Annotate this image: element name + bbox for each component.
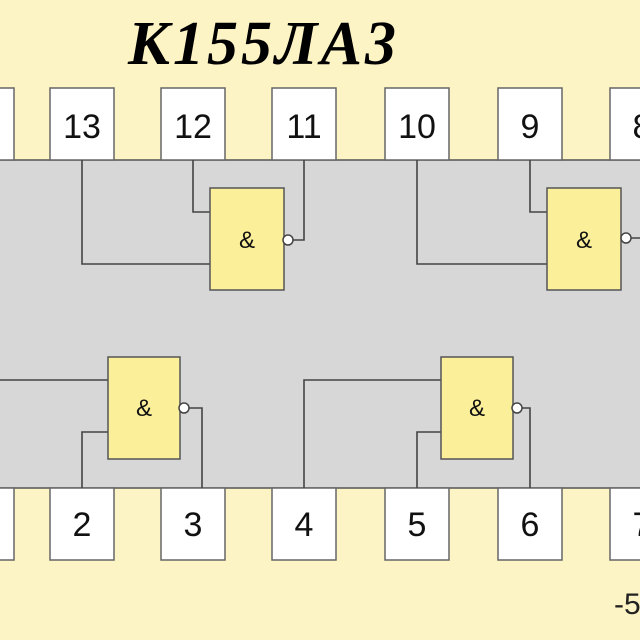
pin-13: 13 [49,87,115,161]
svg-text:13: 13 [63,108,101,146]
svg-text:&: & [576,227,592,254]
svg-text:2: 2 [73,506,92,544]
svg-text:11: 11 [286,108,321,146]
top-pin-row: 13 12 11 10 9 8 [0,87,640,161]
wiring [0,160,640,488]
svg-text:5: 5 [408,506,427,544]
pin-14 [0,87,15,161]
pin-5: 5 [384,487,450,561]
svg-text:8: 8 [633,108,640,146]
pin-3: 3 [160,487,226,561]
supply-label: -5 [614,588,640,621]
chip-title: К155ЛА3 [128,10,399,78]
svg-text:12: 12 [174,108,212,146]
nand-gate-3: & [107,356,190,460]
pin-6: 6 [497,487,563,561]
pin-8: 8 [609,87,640,161]
pin-11: 11 [271,87,337,161]
pin-10: 10 [384,87,450,161]
pin-1 [0,487,15,561]
pin-9: 9 [497,87,563,161]
svg-text:6: 6 [521,506,540,544]
svg-text:&: & [136,395,152,422]
svg-text:4: 4 [295,506,314,544]
pin-12: 12 [160,87,226,161]
svg-text:10: 10 [398,108,436,146]
pin-4: 4 [271,487,337,561]
pin-7: 7 [609,487,640,561]
svg-text:7: 7 [633,506,640,544]
nand-gate-4: & [440,356,523,460]
nand-gate-1: & [209,187,294,291]
svg-text:3: 3 [184,506,203,544]
svg-text:&: & [469,395,485,422]
svg-text:9: 9 [521,108,540,146]
svg-text:&: & [239,227,255,254]
bottom-pin-row: 2 3 4 5 6 7 [0,487,640,561]
chip-body [0,159,640,489]
nand-gate-2: & [546,187,632,291]
pin-2: 2 [49,487,115,561]
